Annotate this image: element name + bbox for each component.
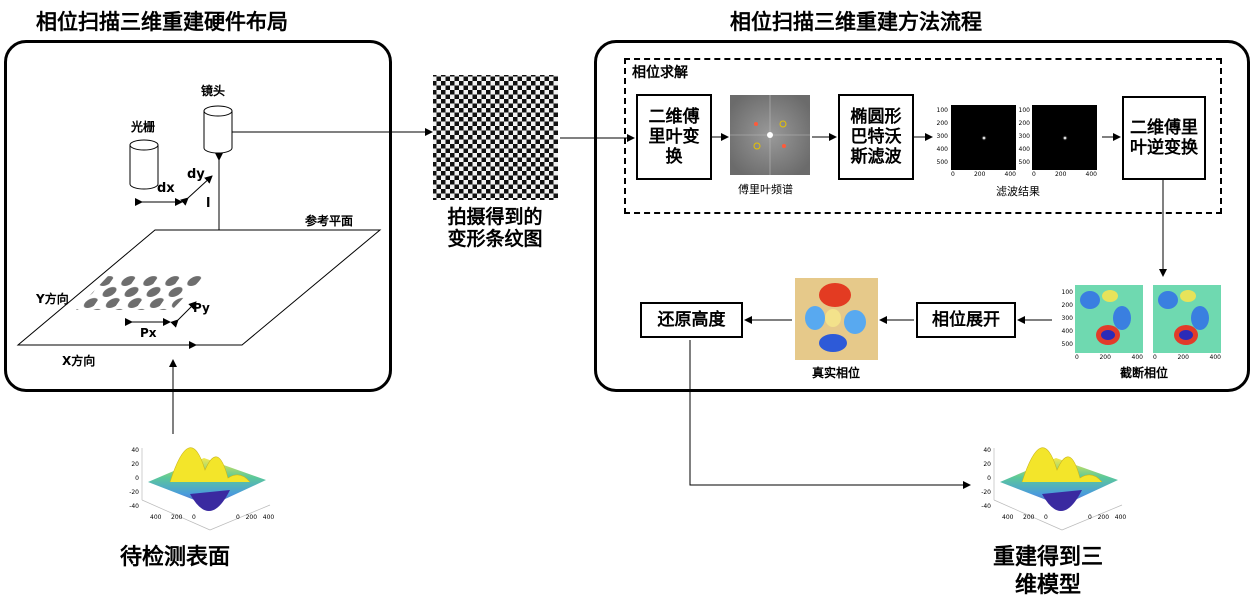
reconstructed-model-plot [993,447,1123,531]
l-label: l [206,196,211,211]
px-label: Px [140,326,157,340]
dy-arrow [180,175,213,206]
y-direction-label: Y方向 [36,292,69,306]
test-surface-caption: 待检测表面 [119,545,230,570]
filter-caption: 滤波结果 [996,185,1040,198]
wrapped-phase-image-2 [1153,285,1221,353]
x-direction-label: X方向 [62,354,96,368]
filter-result-plot-1 [951,105,1016,170]
phase-solve-label: 相位求解 [632,65,688,81]
lens-cylinder [203,105,233,154]
test-surface-y-ticks: 0 200 400 [236,514,275,521]
grating-cylinder [129,139,159,190]
butterworth-box: 椭圆形 巴特沃 斯滤波 [838,94,914,180]
restore-to-model-arrow [689,340,971,489]
true-phase-caption: 真实相位 [812,366,861,380]
hardware-panel [4,40,392,392]
py-label: Py [193,301,210,315]
phase-solve-group [624,58,1222,214]
dy-label: dy [187,167,205,182]
wrapped-phase-image-1 [1075,285,1143,353]
restore-height-box: 还原高度 [640,302,743,338]
method-panel [594,40,1250,392]
dx-label: dx [157,181,175,196]
py-arrow [170,301,197,328]
fft-box: 二维傅 里叶变 换 [636,94,712,180]
grating-label: 光栅 [131,120,156,134]
test-surface-x-ticks: 400 200 0 [150,514,196,521]
lens-label: 镜头 [201,84,226,98]
spectrum-caption: 傅里叶频谱 [738,183,793,196]
reconstructed-caption: 重建得到三 维模型 [992,545,1103,598]
ifft-box: 二维傅里 叶逆变换 [1122,96,1206,180]
true-phase-image [795,278,878,360]
model-x-ticks: 400 200 0 [1002,514,1048,521]
reference-plane-label: 参考平面 [305,214,354,228]
phase-unwrap-box: 相位展开 [916,302,1016,338]
test-surface-plot [141,447,271,531]
filter-result-plot-2 [1032,105,1097,170]
model-y-ticks: 0 200 400 [1088,514,1127,521]
reference-plane [16,229,382,346]
fringe-caption: 拍摄得到的 变形条纹图 [447,206,543,250]
deformed-fringe-image [433,75,558,200]
wrapped-phase-caption: 截断相位 [1120,366,1169,380]
hardware-layout-title: 相位扫描三维重建硬件布局 [36,10,288,34]
method-flow-title: 相位扫描三维重建方法流程 [730,10,982,34]
